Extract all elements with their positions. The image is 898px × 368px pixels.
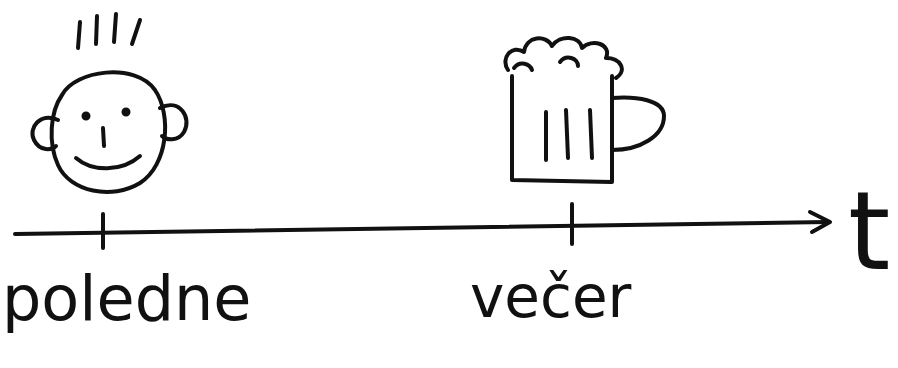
smiley-face (32, 14, 186, 192)
time-label: poledne (2, 268, 251, 330)
beer-mug (505, 38, 664, 182)
axis-label: t (848, 178, 890, 286)
time-label: večer (470, 268, 631, 326)
time-axis (15, 204, 830, 248)
